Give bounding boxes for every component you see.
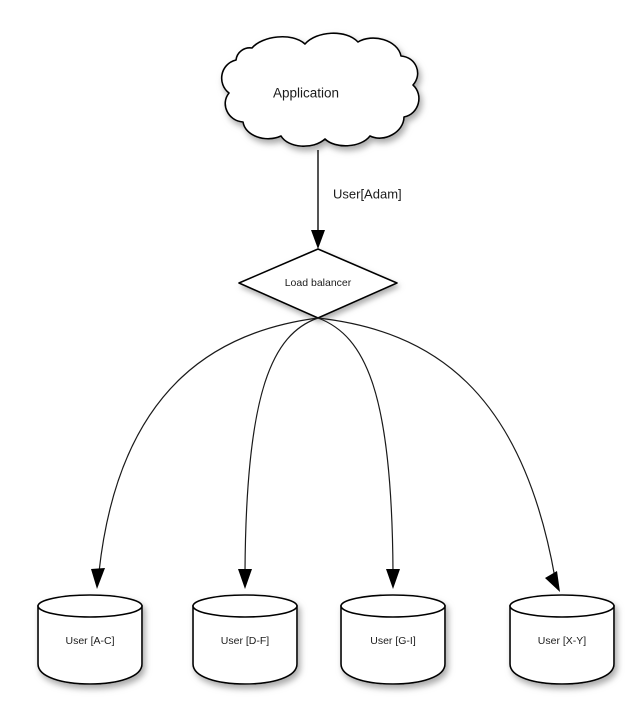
node-application-cloud[interactable]: Application bbox=[220, 32, 420, 147]
arrowhead-down-icon bbox=[91, 568, 105, 589]
arrowhead-down-icon bbox=[311, 230, 325, 249]
database-2-label: User [D-F] bbox=[221, 635, 269, 647]
arrowhead-down-icon bbox=[238, 569, 252, 589]
application-label: Application bbox=[273, 86, 339, 101]
edge-balancer-to-db-2 bbox=[238, 317, 319, 589]
arrowhead-down-icon bbox=[386, 569, 400, 589]
edge-label-user-adam: User[Adam] bbox=[333, 186, 402, 201]
node-load-balancer[interactable]: Load balancer bbox=[238, 248, 398, 319]
database-1-label: User [A-C] bbox=[65, 635, 114, 647]
node-database-4[interactable]: User [X-Y] bbox=[509, 594, 615, 685]
database-3-label: User [G-I] bbox=[370, 635, 416, 647]
node-database-2[interactable]: User [D-F] bbox=[192, 594, 298, 685]
load-balancer-label: Load balancer bbox=[285, 277, 352, 289]
node-database-1[interactable]: User [A-C] bbox=[37, 594, 143, 685]
edge-balancer-to-db-3 bbox=[317, 317, 400, 589]
database-4-label: User [X-Y] bbox=[538, 635, 587, 647]
edge-balancer-to-db-1 bbox=[91, 317, 319, 589]
node-database-3[interactable]: User [G-I] bbox=[340, 594, 446, 685]
edge-balancer-to-db-4 bbox=[317, 317, 560, 592]
arrowhead-down-icon bbox=[545, 571, 560, 592]
edge-application-to-balancer: User[Adam] bbox=[311, 150, 402, 249]
